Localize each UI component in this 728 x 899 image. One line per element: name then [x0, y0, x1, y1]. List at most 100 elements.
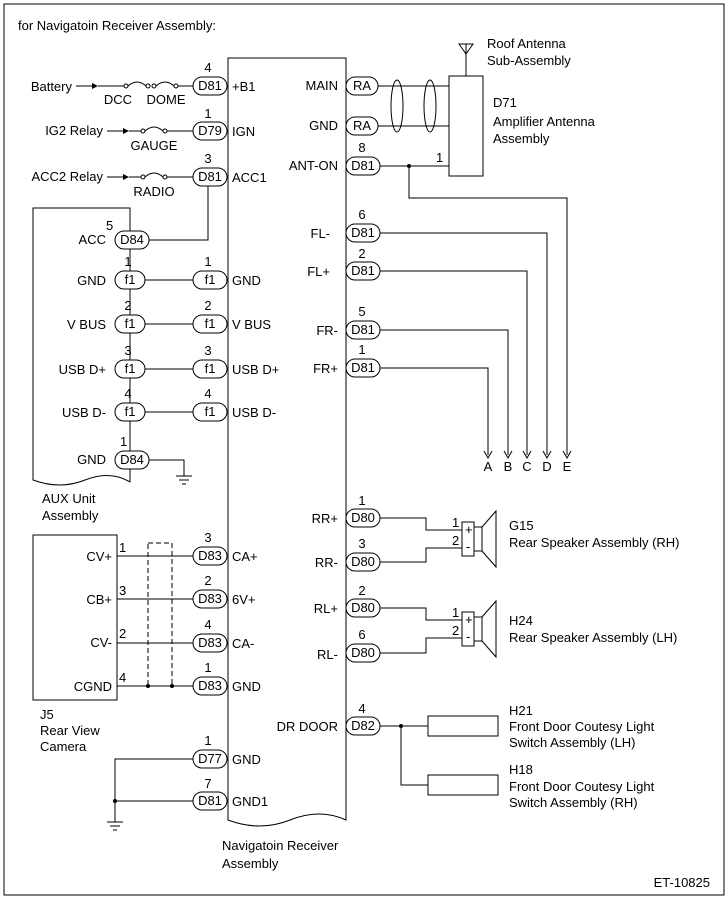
svg-text:f1: f1	[205, 272, 216, 287]
svg-text:DCC: DCC	[104, 92, 132, 107]
svg-text:MAIN: MAIN	[306, 78, 339, 93]
svg-text:D82: D82	[351, 718, 375, 733]
svg-text:CGND: CGND	[74, 679, 112, 694]
svg-text:RL+: RL+	[314, 601, 338, 616]
aux-pin-acc: 5 ACC D84	[79, 218, 150, 250]
svg-text:ANT-ON: ANT-ON	[289, 158, 338, 173]
svg-text:FL+: FL+	[307, 264, 330, 279]
svg-text:6: 6	[358, 207, 365, 222]
ant-on-wire	[380, 164, 568, 455]
nav-pin-b1: 4 D81 +B1	[192, 60, 256, 96]
svg-text:D81: D81	[351, 158, 375, 173]
svg-text:D83: D83	[198, 548, 222, 563]
svg-text:Front Door Coutesy Light: Front Door Coutesy Light	[509, 779, 655, 794]
svg-text:G15: G15	[509, 518, 534, 533]
ground-icon	[107, 821, 123, 831]
nav-ground-wires	[113, 758, 193, 822]
nav-pin-usb-dm: 4 f1 USB D-	[192, 386, 276, 422]
svg-text:RR+: RR+	[312, 511, 338, 526]
svg-text:3: 3	[204, 530, 211, 545]
svg-text:2: 2	[204, 298, 211, 313]
aux-unit-box	[32, 207, 131, 486]
svg-text:Battery: Battery	[31, 79, 73, 94]
svg-text:USB D+: USB D+	[232, 362, 279, 377]
aux-pin-gnd2: 1 GND D84	[77, 434, 150, 470]
battery-circuit: Battery DCC DOME	[31, 79, 193, 107]
nav-pin-dr-door: 4 DR DOOR D82	[277, 701, 381, 736]
svg-text:+B1: +B1	[232, 79, 256, 94]
svg-text:1: 1	[358, 493, 365, 508]
svg-text:D81: D81	[351, 360, 375, 375]
shield-cable	[146, 542, 174, 688]
svg-text:5: 5	[358, 304, 365, 319]
figure-code: ET-10825	[654, 875, 710, 890]
acc2-circuit: ACC2 Relay RADIO	[31, 169, 193, 199]
svg-text:V BUS: V BUS	[67, 317, 106, 332]
svg-text:1: 1	[204, 733, 211, 748]
antenna-icon	[458, 43, 474, 76]
camera-box	[32, 534, 118, 701]
nav-pin-rr-minus: 3 RR- D80	[315, 536, 381, 572]
nav-pin-ca-minus: 4 D83 CA-	[192, 617, 254, 653]
nav-pin-fl-minus: 6 FL- D81	[311, 207, 381, 243]
aux-wires	[145, 186, 209, 476]
svg-text:RA: RA	[353, 118, 371, 133]
camera-code: J5	[40, 707, 54, 722]
speaker-icon	[473, 526, 483, 552]
ig2-circuit: IG2 Relay GAUGE	[45, 123, 193, 153]
svg-text:RADIO: RADIO	[133, 184, 174, 199]
svg-text:f1: f1	[125, 316, 136, 331]
svg-text:5: 5	[106, 218, 113, 233]
svg-text:ACC: ACC	[79, 232, 106, 247]
amplifier-name-1: Amplifier Antenna	[493, 114, 596, 129]
svg-text:CV+: CV+	[86, 549, 112, 564]
svg-text:D81: D81	[198, 793, 222, 808]
nav-pin-rl-minus: 6 RL- D80	[317, 627, 381, 663]
svg-text:2: 2	[358, 246, 365, 261]
nav-pin-acc1: 3 D81 ACC1	[192, 151, 267, 187]
svg-text:+: +	[465, 522, 473, 537]
nav-pin-ant-gnd: GND RA	[309, 116, 379, 136]
svg-text:GAUGE: GAUGE	[131, 138, 178, 153]
svg-text:DOME: DOME	[147, 92, 186, 107]
svg-text:Rear Speaker Assembly (LH): Rear Speaker Assembly (LH)	[509, 630, 677, 645]
svg-text:H21: H21	[509, 703, 533, 718]
svg-text:IGN: IGN	[232, 124, 255, 139]
bus-label-c: C	[522, 459, 531, 474]
aux-unit-name-1: AUX Unit	[42, 491, 96, 506]
svg-text:1: 1	[204, 106, 211, 121]
svg-text:D80: D80	[351, 645, 375, 660]
svg-text:1: 1	[452, 605, 459, 620]
svg-text:2: 2	[204, 573, 211, 588]
svg-text:ACC1: ACC1	[232, 170, 267, 185]
nav-receiver-name-1: Navigatoin Receiver	[222, 838, 339, 853]
svg-text:D80: D80	[351, 510, 375, 525]
svg-text:2: 2	[452, 533, 459, 548]
nav-pin-vbus: 2 f1 V BUS	[192, 298, 271, 334]
svg-text:GND: GND	[77, 452, 106, 467]
svg-text:GND: GND	[309, 118, 338, 133]
nav-pin-rr-plus: 1 RR+ D80	[312, 493, 381, 528]
svg-text:D81: D81	[351, 322, 375, 337]
svg-text:1: 1	[124, 254, 131, 269]
svg-text:1: 1	[358, 342, 365, 357]
svg-text:f1: f1	[205, 316, 216, 331]
bus-label-d: D	[542, 459, 551, 474]
nav-pin-ca-plus: 3 D83 CA+	[192, 530, 258, 566]
nav-pin-gnd1: 7 D81 GND1	[192, 776, 268, 811]
diagram-frame	[3, 3, 725, 896]
svg-text:4: 4	[204, 617, 211, 632]
svg-text:D79: D79	[198, 123, 222, 138]
svg-text:D77: D77	[198, 751, 222, 766]
svg-text:-: -	[466, 629, 470, 644]
svg-text:USB D-: USB D-	[62, 405, 106, 420]
nav-pin-usb-dp: 3 f1 USB D+	[192, 343, 279, 379]
svg-text:8: 8	[358, 140, 365, 155]
svg-text:f1: f1	[205, 361, 216, 376]
svg-text:DR DOOR: DR DOOR	[277, 719, 338, 734]
svg-text:V BUS: V BUS	[232, 317, 271, 332]
svg-text:USB D+: USB D+	[59, 362, 106, 377]
svg-text:4: 4	[204, 60, 211, 75]
amplifier-box	[448, 75, 484, 177]
